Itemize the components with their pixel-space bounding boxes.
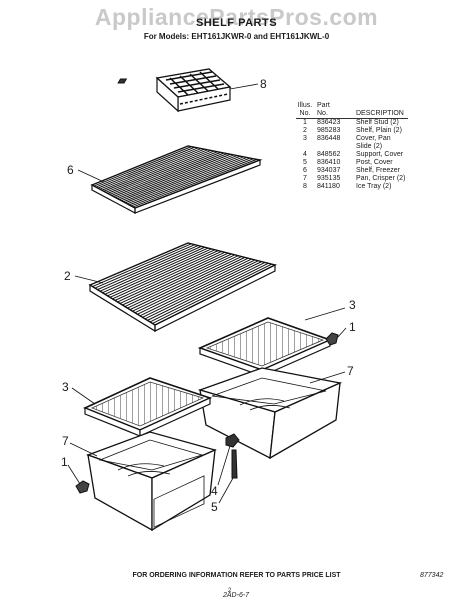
illus-number: 4 [303, 151, 307, 158]
parts-table-row: Slide (2) [296, 143, 408, 151]
part-number: 934037 [317, 167, 341, 174]
part-number: 985283 [317, 127, 341, 134]
part-description: Ice Tray (2) [356, 183, 392, 190]
part-number: 836423 [317, 119, 341, 126]
parts-table-row: 7 935135 Pan, Crisper (2) [296, 175, 408, 183]
illus-number: 7 [303, 175, 307, 182]
crisper-pan-right [197, 367, 343, 460]
pan-cover-right [197, 317, 333, 377]
illus-number: 2 [303, 127, 307, 134]
callout-4: 4 [211, 484, 218, 498]
parts-table-row: 3 836448 Cover, Pan [296, 135, 408, 143]
watermark: AppliancePartsPros.com [94, 4, 379, 30]
callout-3-right: 3 [349, 298, 356, 312]
ice-tray [117, 68, 232, 113]
parts-table-row: 6 934037 Shelf, Freezer [296, 167, 408, 175]
pan-cover-left [82, 377, 213, 437]
parts-table-row: 8 841180 Ice Tray (2) [296, 183, 408, 191]
part-description: Slide (2) [356, 143, 383, 150]
leader-3b [71, 387, 96, 405]
col-part-header: Part [317, 102, 330, 109]
part-description: Shelf Stud (2) [356, 119, 399, 126]
callout-1-right: 1 [349, 320, 356, 334]
leader-7b [69, 442, 98, 457]
parts-table-row: 5 836410 Post, Cover [296, 159, 408, 167]
callout-6: 6 [67, 163, 74, 177]
leader-6 [77, 169, 105, 183]
leader-8 [229, 83, 259, 90]
callout-2: 2 [64, 269, 71, 283]
models-line: For Models: EHT161JKWR-0 and EHT161JKWL-… [143, 32, 330, 41]
callout-7-right: 7 [347, 364, 354, 378]
part-number: 841180 [317, 183, 340, 190]
part-description: Pan, Crisper (2) [356, 175, 406, 182]
part-number: 836448 [317, 135, 341, 142]
col-illus-header: Illus. [297, 102, 313, 109]
reference-number: 877342 [420, 572, 444, 579]
crisper-pan-left [86, 431, 217, 532]
callout-7-left: 7 [62, 434, 69, 448]
leader-2 [74, 275, 104, 284]
date-stamp: 2AD-6-7 [223, 592, 250, 599]
part-description: Cover, Pan [356, 135, 391, 142]
part-description: Post, Cover [356, 159, 393, 166]
freezer-shelf [90, 145, 263, 215]
illus-number: 3 [303, 135, 307, 142]
plain-shelf [88, 242, 277, 333]
part-description: Shelf, Plain (2) [356, 127, 402, 134]
parts-table-body: 1 836423 Shelf Stud (2) 2 985283 Shelf, Plain… [296, 119, 408, 192]
cover-support-and-post [217, 433, 240, 504]
col-part-no-header: No. [317, 110, 356, 119]
illus-number: 1 [303, 119, 307, 126]
illus-number: 6 [303, 167, 307, 174]
ordering-info-footer: FOR ORDERING INFORMATION REFER TO PARTS … [132, 572, 341, 579]
shelf-stud-left [67, 464, 90, 494]
illus-number: 8 [303, 183, 307, 190]
parts-table-row: 1 836423 Shelf Stud (2) [296, 119, 408, 128]
callout-5: 5 [211, 500, 218, 514]
page-number: 2 [228, 588, 232, 594]
callout-8: 8 [260, 77, 267, 91]
illus-number: 5 [303, 159, 307, 166]
callout-1-left: 1 [61, 455, 68, 469]
leader-3a [304, 307, 346, 321]
page-title: SHELF PARTS [195, 17, 278, 29]
part-number: 935135 [317, 175, 341, 182]
parts-table-row: 2 985283 Shelf, Plain (2) [296, 127, 408, 135]
parts-table-row: 4 848562 Support, Cover [296, 151, 408, 159]
part-number: 848562 [317, 151, 341, 158]
col-description-header: DESCRIPTION [356, 110, 409, 119]
leader-7a [309, 371, 346, 384]
col-illus-no-header: No. [296, 110, 317, 119]
part-description: Support, Cover [356, 151, 404, 158]
shelf-stud-right [325, 327, 347, 346]
part-number: 836410 [317, 159, 341, 166]
part-description: Shelf, Freezer [356, 167, 400, 174]
callout-3-left: 3 [62, 380, 69, 394]
